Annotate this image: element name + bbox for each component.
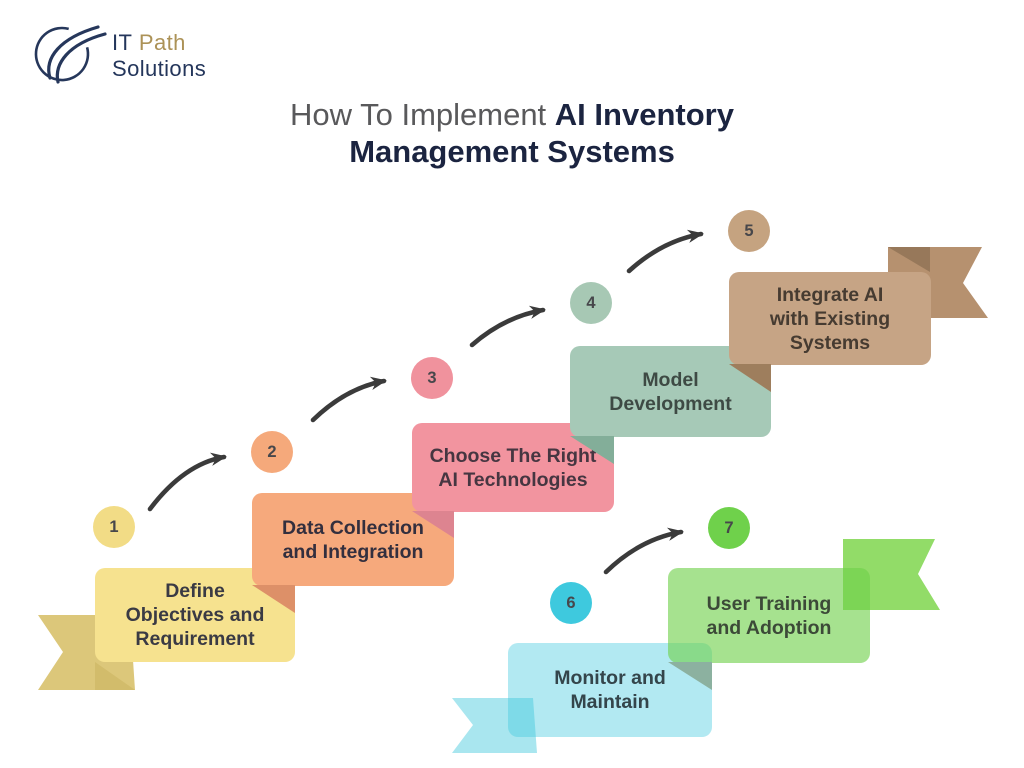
step-label-4: Model Development — [609, 368, 732, 415]
step-number-6: 6 — [566, 593, 576, 612]
step-circle-1: 1 — [93, 506, 135, 548]
step-circle-3: 3 — [411, 357, 453, 399]
step-label-5: Integrate AI with Existing Systems — [769, 283, 891, 354]
step-circle-4: 4 — [570, 282, 612, 324]
step-box-6: Monitor and Maintain — [508, 643, 712, 737]
ribbon-step5-fold — [888, 247, 930, 272]
step-number-2: 2 — [267, 442, 277, 461]
step-circle-5: 5 — [728, 210, 770, 252]
step-label-2: Data Collection and Integration — [282, 516, 424, 563]
step-number-5: 5 — [744, 221, 754, 240]
ribbon-step1-fold — [95, 662, 135, 690]
step-number-1: 1 — [109, 517, 119, 536]
title-regular: How To Implement — [290, 97, 555, 132]
step-circle-7: 7 — [708, 507, 750, 549]
step-label-1: Define Objectives and Requirement — [125, 580, 265, 650]
step-label-6: Monitor and Maintain — [554, 667, 666, 713]
step-label-3: Choose The Right AI Technologies — [429, 444, 597, 491]
brand-it: IT — [112, 30, 133, 55]
arrow-icon-3-4 — [469, 305, 546, 348]
arrow-icon-2-3 — [310, 376, 387, 423]
step-circle-2: 2 — [251, 431, 293, 473]
logo: IT Path Solutions — [28, 22, 258, 92]
step-number-3: 3 — [427, 368, 437, 387]
page-title: How To Implement AI Inventory Management… — [0, 96, 1024, 170]
step-label-7: User Training and Adoption — [706, 592, 832, 639]
step-box-7: User Training and Adoption — [668, 568, 870, 663]
step-box-1: Define Objectives and Requirement — [95, 568, 295, 662]
brand-path: Path — [138, 30, 186, 55]
step-box-5: Integrate AI with Existing Systems — [729, 272, 931, 365]
title-bold: AI Inventory Management Systems — [349, 97, 734, 169]
brand-solutions: Solutions — [112, 56, 207, 81]
step-number-4: 4 — [586, 293, 596, 312]
arrow-icon-1-2 — [147, 452, 227, 512]
logo-text: IT Path Solutions — [112, 30, 206, 82]
logo-swoosh-icon — [34, 25, 107, 84]
step-circle-6: 6 — [550, 582, 592, 624]
step-number-7: 7 — [724, 518, 734, 537]
arrow-icon-6-7 — [603, 527, 684, 575]
arrow-icon-4-5 — [626, 229, 704, 274]
